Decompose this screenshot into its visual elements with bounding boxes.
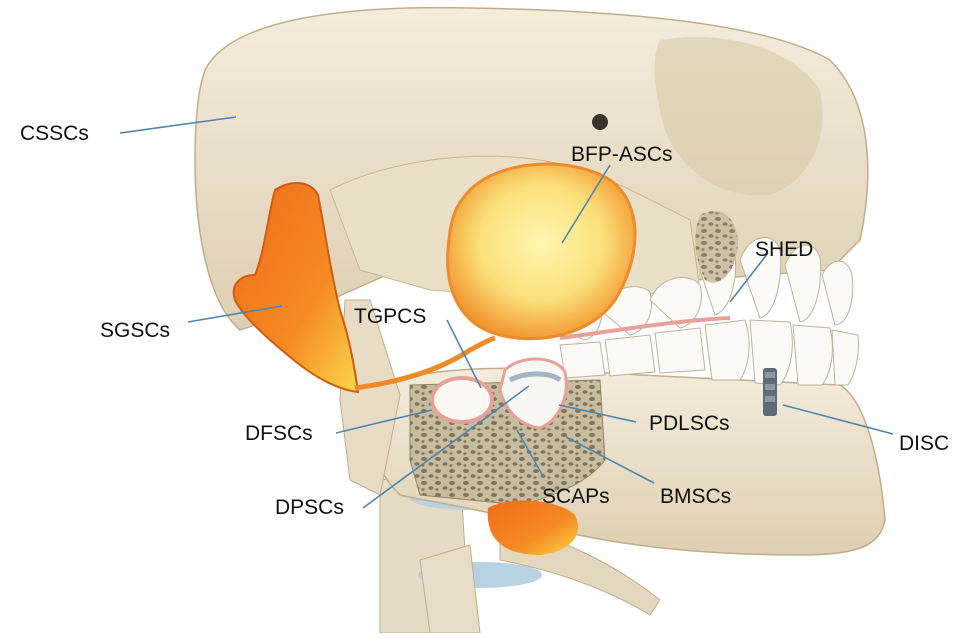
dental-implant xyxy=(763,368,777,416)
lower-teeth xyxy=(560,320,858,385)
label-pdlscs: PDLSCs xyxy=(649,413,730,434)
label-tgpcs: TGPCS xyxy=(354,306,426,327)
label-sgscs: SGSCs xyxy=(100,320,170,341)
foramen xyxy=(592,114,608,130)
tooth-bud xyxy=(432,378,492,422)
label-csscs: CSSCs xyxy=(20,123,89,144)
label-dpscs: DPSCs xyxy=(275,497,344,518)
label-scaps: SCAPs xyxy=(542,486,610,507)
label-disc: DISC xyxy=(899,433,949,454)
label-bmscs: BMSCs xyxy=(660,486,731,507)
label-shed: SHED xyxy=(755,239,813,260)
label-dfscs: DFSCs xyxy=(245,423,313,444)
label-bfp-ascs: BFP-ASCs xyxy=(571,144,673,165)
